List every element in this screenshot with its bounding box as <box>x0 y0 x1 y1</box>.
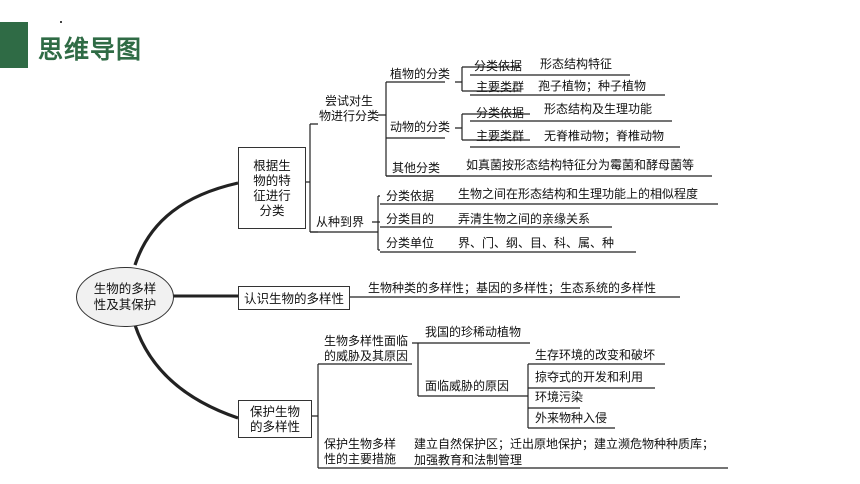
branch3-line2: 的多样性 <box>249 419 300 434</box>
branch1-line2: 物的特 <box>253 173 291 188</box>
threats-line2: 的威胁及其原因 <box>323 349 408 363</box>
animals-groups-key: 主要类群 <box>476 129 525 143</box>
threats-line1: 生物多样性面临 <box>323 334 408 348</box>
animals-splitter <box>455 113 530 141</box>
try-splitter <box>378 81 460 177</box>
try-classify-label: 尝试对生 物进行分类 <box>316 94 382 124</box>
animals-groups-val: 无脊椎动物；脊椎动物 <box>544 129 665 143</box>
plants-groups-val: 孢子植物；种子植物 <box>538 79 647 93</box>
branch1-splitter <box>305 123 318 233</box>
animals-basis-key: 分类依据 <box>476 106 525 120</box>
branch3-splitter <box>312 363 412 469</box>
reason-item: 掠夺式的开发和利用 <box>535 370 644 384</box>
plants-basis-key: 分类依据 <box>474 59 523 73</box>
kingdom-splitter <box>372 195 380 251</box>
reason-item: 外来物种入侵 <box>535 411 608 425</box>
branch1-node: 根据生 物的特 征进行 分类 <box>238 147 306 229</box>
other-val: 如真菌按形态结构特征分为霉菌和酵母菌等 <box>466 158 695 172</box>
kingdom-units-val: 界、门、纲、目、科、属、种 <box>458 236 615 250</box>
threats-splitter <box>412 342 530 397</box>
animals-basis-val: 形态结构及生理功能 <box>544 102 653 116</box>
plants-basis-val: 形态结构特征 <box>540 57 613 71</box>
reason-item: 环境污染 <box>535 390 584 404</box>
kingdom-purpose-key: 分类目的 <box>386 212 435 226</box>
reason-item: 生存环境的改变和破坏 <box>535 348 656 362</box>
reasons-label: 面临威胁的原因 <box>425 379 510 393</box>
root-curve-bottom <box>133 324 239 420</box>
page-title: 思维导图 <box>38 35 143 64</box>
try-classify-line1: 尝试对生 <box>324 94 373 108</box>
measures-label: 保护生物多样 性的主要措施 <box>324 437 396 467</box>
kingdom-label: 从种到界 <box>316 215 365 229</box>
branch2-val: 生物种类的多样性；基因的多样性；生态系统的多样性 <box>368 281 657 295</box>
measures-line1: 保护生物多样 <box>324 437 397 451</box>
branch1-line1: 根据生 <box>253 158 291 173</box>
rare-species: 我国的珍稀动植物 <box>425 325 522 339</box>
root-curve-top <box>133 181 239 266</box>
branch3-line1: 保护生物 <box>249 404 300 419</box>
other-label: 其他分类 <box>392 161 441 175</box>
branch3-node: 保护生物 的多样性 <box>238 400 312 438</box>
kingdom-purpose-val: 弄清生物之间的亲缘关系 <box>458 212 591 226</box>
branch2-node: 认识生物的多样性 <box>238 286 350 310</box>
header-accent-bar <box>0 22 28 68</box>
try-classify-line2: 物进行分类 <box>318 109 379 123</box>
root-node: 生物的多样 性及其保护 <box>76 267 174 327</box>
reasons-splitter <box>520 363 665 429</box>
measures-val-1: 建立自然保护区；迁出原地保护；建立濒危物种种质库； <box>414 437 715 451</box>
kingdom-basis-key: 分类依据 <box>386 189 435 203</box>
branch1-line4: 分类 <box>259 203 285 218</box>
branch1-line3: 征进行 <box>253 188 291 203</box>
header-dot <box>60 21 62 23</box>
animals-label: 动物的分类 <box>390 120 451 134</box>
kingdom-units-key: 分类单位 <box>386 236 435 250</box>
root-line2: 性及其保护 <box>93 297 157 312</box>
measures-line2: 性的主要措施 <box>324 452 397 466</box>
root-line1: 生物的多样 <box>93 281 157 296</box>
measures-val-2: 加强教育和法制管理 <box>414 453 523 467</box>
plants-groups-key: 主要类群 <box>476 80 525 94</box>
threats-label: 生物多样性面临 的威胁及其原因 <box>318 334 414 364</box>
plants-label: 植物的分类 <box>390 67 451 81</box>
plants-splitter <box>455 66 520 92</box>
kingdom-basis-val: 生物之间在形态结构和生理功能上的相似程度 <box>458 187 699 201</box>
